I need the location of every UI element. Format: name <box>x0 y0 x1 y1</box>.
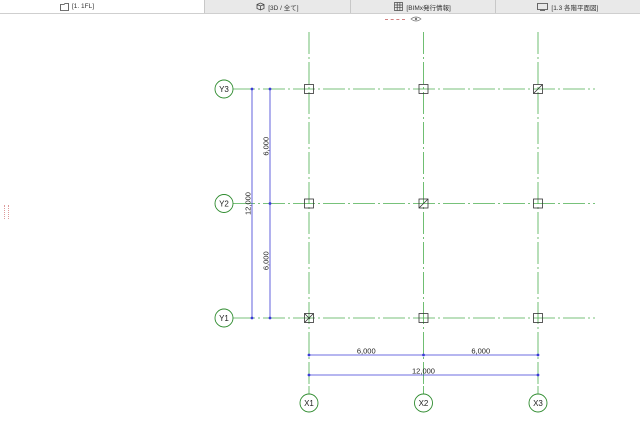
grid-label-x3: X3 <box>533 399 543 408</box>
floor-plan-icon <box>60 2 69 11</box>
dimension-tick <box>250 316 254 320</box>
grid-bubble-y2[interactable] <box>214 194 234 213</box>
dimension-tick <box>536 353 540 357</box>
column-mark <box>533 84 543 94</box>
tab-label: [1. 1FL] <box>72 3 95 10</box>
dimension-tick <box>268 316 272 320</box>
column-x1-y3[interactable] <box>304 84 314 94</box>
dimension-tick <box>250 87 254 91</box>
dimension-tick <box>307 373 311 377</box>
tab-label: [1.3 各階平面図] <box>551 4 599 12</box>
grid-bubble-x2[interactable] <box>414 393 433 413</box>
dimension-label-y-segment: 6,000 <box>262 251 271 270</box>
dashed-indicator <box>385 18 405 20</box>
column-mark <box>418 198 429 209</box>
dimension-label-x-segment: 6,000 <box>357 347 376 356</box>
dimension-label-y-segment: 6,000 <box>262 137 271 156</box>
column-x1-y1[interactable] <box>304 313 314 323</box>
dimension-label-x-total: 12,000 <box>412 367 435 376</box>
layout-sheet-icon <box>537 2 549 11</box>
visibility-toggle[interactable] <box>409 16 423 23</box>
panel-resize-handle[interactable] <box>4 205 9 219</box>
view-toolstrip <box>385 15 423 23</box>
dimension-tick <box>536 373 540 377</box>
column-x3-y2[interactable] <box>533 198 543 209</box>
cube-3d-icon <box>256 2 265 11</box>
dimension-label-x-segment: 6,000 <box>471 347 490 356</box>
dimension-tick <box>307 353 311 357</box>
grid-label-y2: Y2 <box>219 200 229 209</box>
tab-label: [BIMx発行情報] <box>406 4 451 12</box>
grid-bubble-y3[interactable] <box>214 79 234 99</box>
eye-icon <box>410 16 422 22</box>
column-x1-y2[interactable] <box>304 198 314 209</box>
view-tab-bar: [1. 1FL] [3D / 全て] [BIMx発行情報] [1.3 各階平面図… <box>0 0 640 14</box>
tab-3d-view[interactable]: [3D / 全て] <box>205 0 351 13</box>
grid-label-y3: Y3 <box>219 85 229 94</box>
dimension-tick <box>268 202 272 205</box>
dimension-tick <box>422 353 425 357</box>
dimension-tick <box>268 87 272 91</box>
tab-label: [3D / 全て] <box>268 4 299 12</box>
grid-bubble-x1[interactable] <box>299 393 319 413</box>
column-mark <box>304 313 311 320</box>
dimension-label-y-total: 12,000 <box>244 192 253 215</box>
table-grid-icon <box>394 2 404 11</box>
tab-floor-plan[interactable]: [1. 1FL] <box>0 0 206 13</box>
tab-bimx-info[interactable]: [BIMx発行情報] <box>351 0 496 13</box>
grid-bubble-x3[interactable] <box>528 393 548 413</box>
column-x3-y1[interactable] <box>533 313 543 323</box>
grid-label-x2: X2 <box>419 399 429 408</box>
column-x2-y2[interactable] <box>418 198 429 209</box>
grid-bubble-y1[interactable] <box>214 308 234 328</box>
grid-label-y1: Y1 <box>219 314 229 323</box>
column-x3-y3[interactable] <box>533 84 543 94</box>
column-x2-y3[interactable] <box>418 84 429 94</box>
grid-label-x1: X1 <box>304 399 314 408</box>
tab-layout-sheet[interactable]: [1.3 各階平面図] <box>496 0 640 13</box>
column-x2-y1[interactable] <box>418 313 429 323</box>
